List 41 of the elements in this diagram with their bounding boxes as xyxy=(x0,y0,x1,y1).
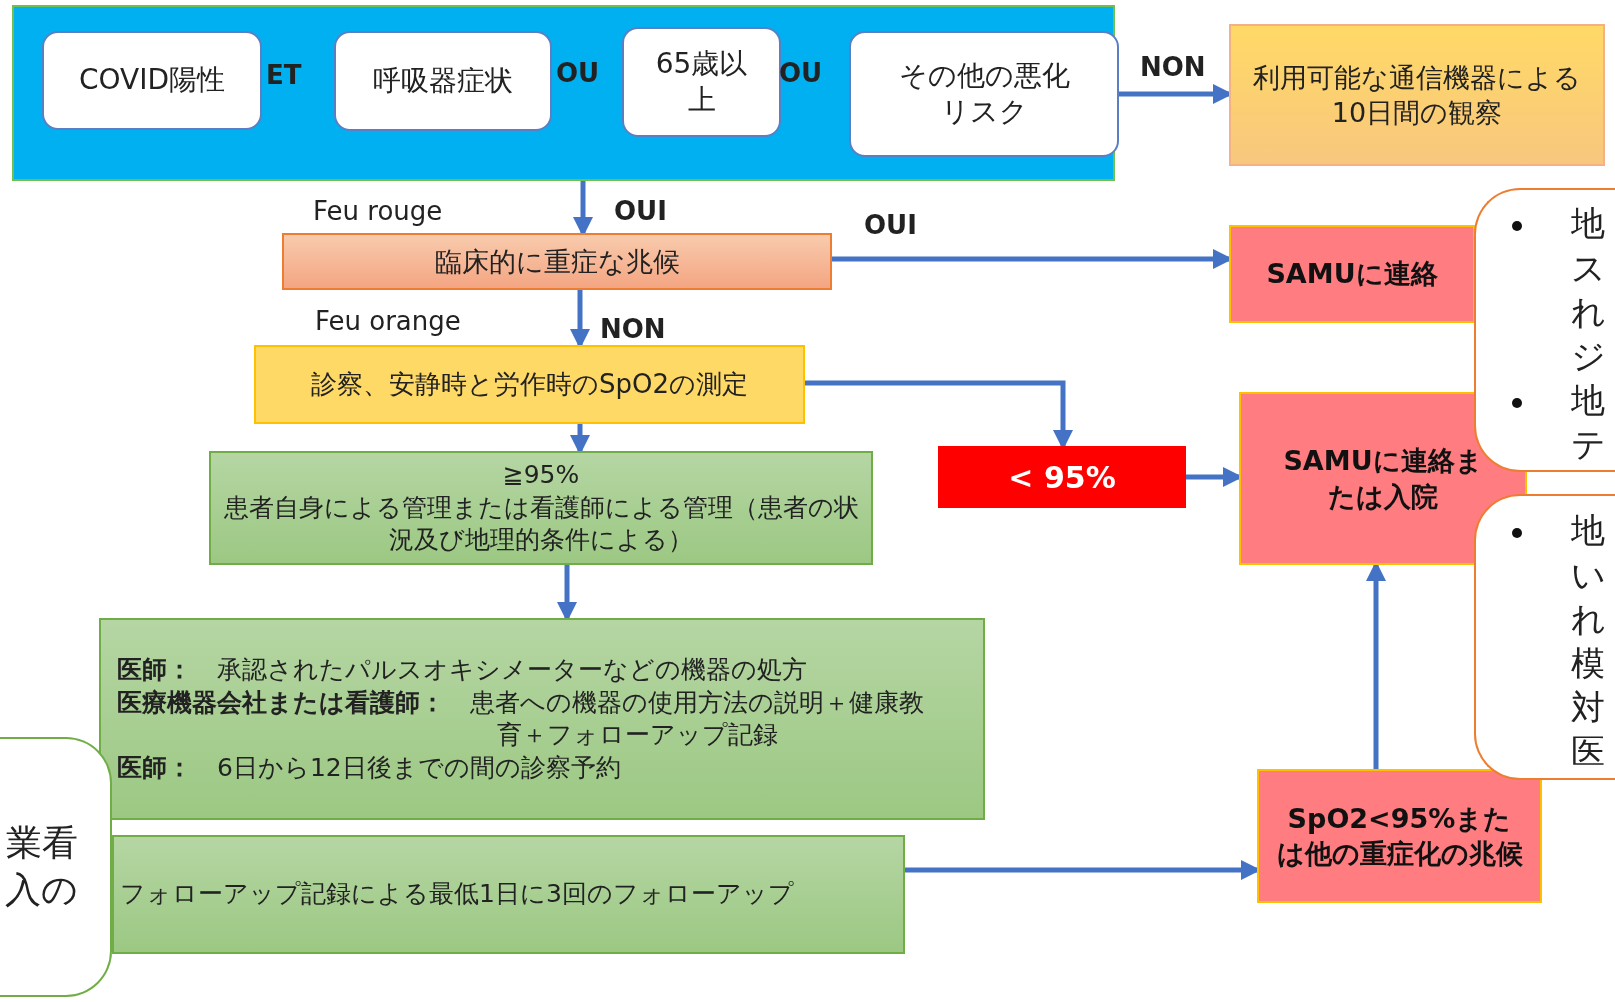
box-text: ≧95% xyxy=(501,459,581,492)
process-box xyxy=(112,835,905,954)
instruction-text: 医師： 承認されたパルスオキシメーターなどの機器の処方 xyxy=(117,654,807,686)
bullet-text: 地テ xyxy=(1570,380,1606,465)
box-text: 呼吸器症状 xyxy=(372,62,514,99)
process-box xyxy=(209,451,873,565)
callout-bubble xyxy=(0,737,112,997)
box-text: 利用可能な通信機器による10日間の観察 xyxy=(1252,60,1582,130)
connector-word: OU xyxy=(556,58,600,88)
bullet-text: 地スれジ xyxy=(1570,203,1606,376)
box-text: < 95% xyxy=(1007,458,1117,497)
condition-box xyxy=(42,31,262,130)
connector-word: OU xyxy=(779,58,823,88)
box-text: SAMUに連絡 xyxy=(1265,257,1439,292)
threshold-box xyxy=(938,446,1186,508)
condition-box xyxy=(622,27,781,137)
callout-text: 業看入の xyxy=(4,821,78,912)
box-text: SpO2<95%または他の重症化の兆候 xyxy=(1275,801,1524,871)
flow-label: Feu orange xyxy=(315,306,461,336)
flow-label: Feu rouge xyxy=(313,196,443,226)
process-box xyxy=(99,618,985,820)
alert-box xyxy=(1257,769,1542,903)
condition-box xyxy=(334,31,552,131)
box-text: COVID陽性 xyxy=(77,62,227,99)
box-text: 患者自身による管理または看護師による管理（患者の状況及び地理的条件による） xyxy=(222,491,860,557)
connector-word: ET xyxy=(266,60,302,90)
condition-box xyxy=(849,31,1119,157)
process-box xyxy=(1229,24,1605,166)
box-text: 65歳以上 xyxy=(654,45,749,118)
box-text: その他の悪化リスク xyxy=(897,57,1071,130)
box-text: 臨床的に重症な兆候 xyxy=(433,244,681,279)
box-text: フォローアップ記録による最低1日に3回のフォローアップ xyxy=(120,878,794,911)
process-box xyxy=(254,345,805,424)
callout-bubble xyxy=(1474,494,1615,780)
decision-box xyxy=(282,233,832,290)
instruction-text: 医療機器会社または看護師： 患者への機器の使用方法の説明＋健康教育＋フォローアップ記録 xyxy=(117,686,925,751)
bullet-text: 地いれ模対医 xyxy=(1570,510,1606,772)
box-text: SAMUに連絡または入院 xyxy=(1282,444,1484,514)
instruction-text: 医師： 6日から12日後までの間の診察予約 xyxy=(117,751,621,784)
alert-box xyxy=(1229,225,1475,323)
box-text: 診察、安静時と労作時のSpO2の測定 xyxy=(310,367,749,401)
